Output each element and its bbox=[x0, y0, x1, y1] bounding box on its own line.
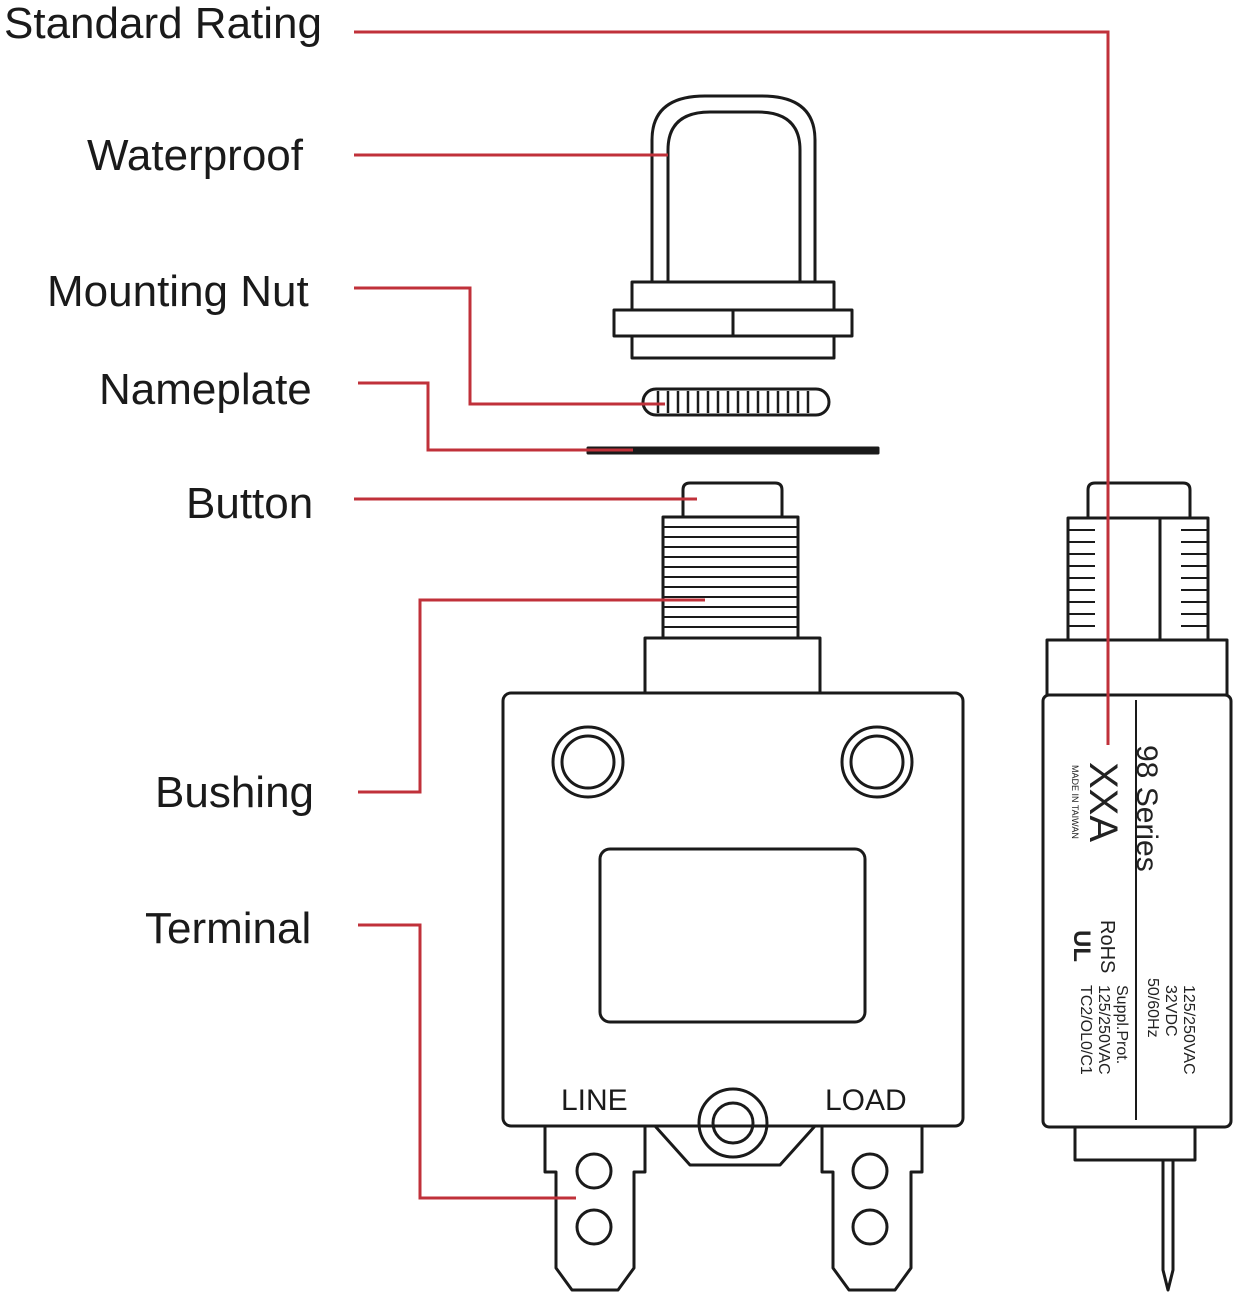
label-waterproof: Waterproof bbox=[87, 131, 304, 180]
waterproof-cap bbox=[612, 94, 854, 360]
label-terminal: Terminal bbox=[145, 904, 312, 953]
label-bushing: Bushing bbox=[155, 768, 315, 817]
side-view bbox=[1041, 481, 1233, 1292]
spec-line-6: TC2/OL0/C1 bbox=[1077, 985, 1094, 1075]
spec-line-5: 125/250VAC bbox=[1095, 985, 1112, 1075]
leader-bushing bbox=[358, 598, 705, 794]
label-nameplate: Nameplate bbox=[99, 365, 312, 414]
label-button: Button bbox=[186, 479, 314, 528]
ul-mark: UL bbox=[1068, 930, 1095, 962]
made-in-text: MADE IN TAIWAN bbox=[1070, 765, 1080, 839]
leader-standard-rating bbox=[354, 30, 1110, 745]
label-standard-rating: Standard Rating bbox=[4, 0, 322, 48]
leader-lines bbox=[354, 30, 1110, 1200]
line-terminal-label: LINE bbox=[561, 1084, 628, 1117]
leader-mounting-nut bbox=[354, 286, 665, 406]
breaker-body bbox=[501, 691, 965, 1292]
bushing-thread bbox=[643, 515, 822, 695]
rating-text: XXA bbox=[1081, 762, 1125, 842]
button-shape bbox=[681, 481, 784, 517]
series-text: 98 Series bbox=[1130, 745, 1163, 872]
spec-line-3: 50/60Hz bbox=[1144, 978, 1161, 1038]
load-terminal-label: LOAD bbox=[825, 1084, 907, 1117]
label-mounting-nut: Mounting Nut bbox=[47, 267, 309, 316]
spec-line-4: Suppl.Prot. bbox=[1113, 985, 1130, 1064]
mounting-nut bbox=[641, 387, 831, 417]
leader-nameplate bbox=[358, 381, 633, 452]
spec-line-1: 125/250VAC bbox=[1180, 985, 1197, 1075]
spec-line-2: 32VDC bbox=[1162, 985, 1179, 1037]
rohs-text: RoHS bbox=[1096, 920, 1118, 973]
leader-terminal bbox=[358, 923, 576, 1200]
